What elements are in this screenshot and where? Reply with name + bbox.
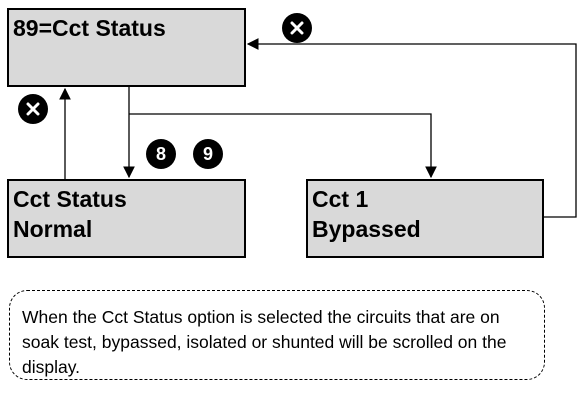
arrow-bypassed-to-main xyxy=(246,38,577,218)
display-screen-menu: 89=Cct Status xyxy=(7,8,246,87)
cross-glyph xyxy=(290,21,304,35)
info-note: When the Cct Status option is selected t… xyxy=(9,290,545,380)
close-icon[interactable] xyxy=(18,94,48,124)
key-8-button[interactable]: 8 xyxy=(146,139,176,169)
screen-line-1: Cct 1 xyxy=(312,186,369,212)
menu-title: 89=Cct Status xyxy=(13,15,166,41)
display-screen-cct-bypassed: Cct 1 Bypassed xyxy=(306,179,544,258)
cross-glyph xyxy=(26,102,40,116)
note-text: When the Cct Status option is selected t… xyxy=(22,307,507,377)
screen-line-2: Normal xyxy=(13,216,93,242)
arrow-main-to-bypassed xyxy=(129,113,437,179)
screen-line-1: Cct Status xyxy=(13,186,127,212)
display-screen-cct-status-normal: Cct Status Normal xyxy=(7,179,246,258)
key-9-button[interactable]: 9 xyxy=(193,139,223,169)
screen-line-2: Bypassed xyxy=(312,216,421,242)
close-icon[interactable] xyxy=(282,13,312,43)
